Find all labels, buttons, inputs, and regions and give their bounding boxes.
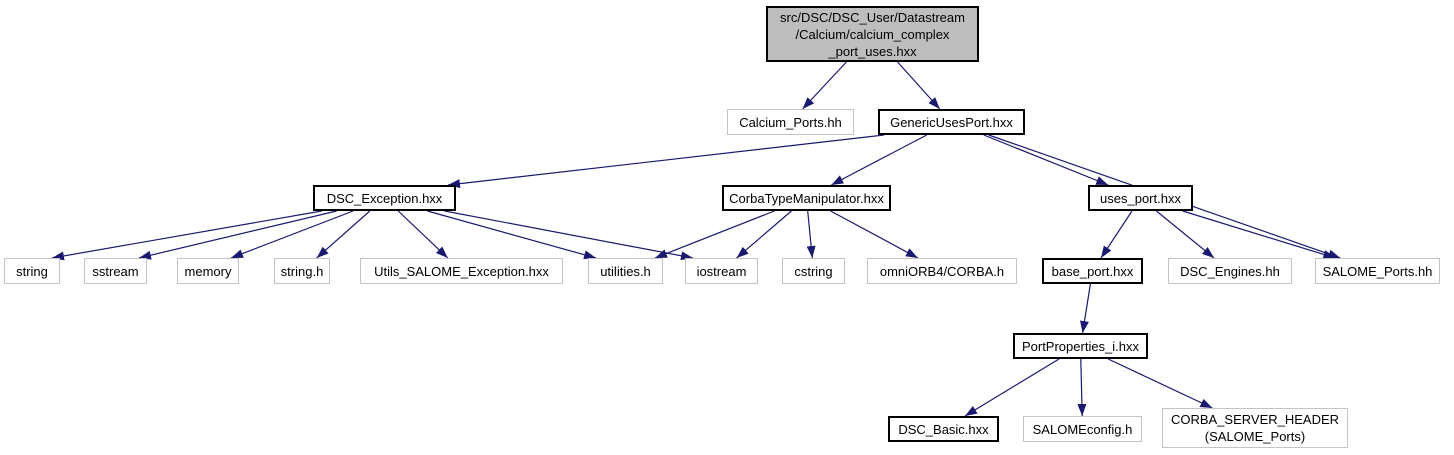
graph-node-utilities-h: utilities.h	[588, 258, 663, 284]
graph-node-omniorb4-corba-h: omniORB4/CORBA.h	[867, 258, 1017, 284]
graph-edge-generic-uses-port--uses-port	[983, 134, 1109, 186]
graph-node-corba-server-header: CORBA_SERVER_HEADER (SALOME_Ports)	[1162, 408, 1348, 448]
graph-node-salome-ports-hh: SALOME_Ports.hh	[1315, 258, 1440, 284]
graph-node-dsc-engines-hh: DSC_Engines.hh	[1168, 258, 1292, 284]
graph-node-uses-port[interactable]: uses_port.hxx	[1088, 185, 1193, 211]
graph-edge-uses-port--base-port	[1100, 210, 1133, 259]
graph-edge-dsc-exception--utilities-h	[427, 210, 597, 260]
graph-edge-generic-uses-port--corba-type-manipulator	[831, 134, 927, 186]
graph-node-dsc-basic[interactable]: DSC_Basic.hxx	[888, 416, 999, 442]
graph-node-corba-type-manipulator[interactable]: CorbaTypeManipulator.hxx	[722, 185, 891, 211]
graph-edge-uses-port--salome-ports-hh	[1182, 210, 1336, 259]
graph-node-dsc-exception[interactable]: DSC_Exception.hxx	[313, 185, 456, 211]
graph-node-generic-uses-port[interactable]: GenericUsesPort.hxx	[878, 109, 1025, 135]
graph-edge-dsc-exception--memory	[230, 210, 354, 259]
graph-edge-corba-type-manipulator--utilities-h	[654, 210, 775, 259]
graph-edge-base-port--port-properties-i	[1080, 283, 1091, 334]
graph-edge-dsc-exception--sstream	[138, 210, 337, 260]
graph-edge-dsc-exception--utils-salome-exception	[397, 210, 449, 259]
graph-edge-dsc-exception--string	[51, 210, 322, 261]
graph-node-memory: memory	[177, 258, 239, 284]
graph-edge-dsc-exception--string-h	[316, 210, 371, 259]
graph-edge-corba-type-manipulator--cstring	[806, 210, 816, 259]
graph-edge-port-properties-i--corba-server-header	[1107, 358, 1213, 409]
graph-node-cstring: cstring	[782, 258, 845, 284]
graph-node-string-h: string.h	[274, 258, 330, 284]
graph-edge-generic-uses-port--dsc-exception	[447, 134, 885, 189]
graph-node-root: src/DSC/DSC_User/Datastream /Calcium/cal…	[766, 6, 979, 62]
graph-edge-corba-type-manipulator--iostream	[736, 210, 792, 259]
graph-node-calcium-ports-hh: Calcium_Ports.hh	[727, 109, 854, 135]
graph-edge-root--generic-uses-port	[897, 61, 941, 110]
graph-edge-port-properties-i--dsc-basic	[964, 358, 1060, 417]
graph-edge-uses-port--dsc-engines-hh	[1156, 210, 1215, 259]
graph-edge-port-properties-i--salomeconfig-h	[1077, 358, 1087, 417]
graph-node-utils-salome-exception: Utils_SALOME_Exception.hxx	[360, 258, 563, 284]
graph-node-salomeconfig-h: SALOMEconfig.h	[1023, 416, 1142, 442]
graph-node-base-port[interactable]: base_port.hxx	[1042, 258, 1143, 284]
graph-edge-root--calcium-ports-hh	[802, 61, 847, 110]
graph-node-sstream: sstream	[84, 258, 147, 284]
graph-edge-corba-type-manipulator--omniorb4-corba-h	[830, 210, 919, 259]
graph-node-string: string	[4, 258, 60, 284]
graph-edge-dsc-exception--iostream	[444, 210, 694, 261]
graph-node-iostream: iostream	[685, 258, 758, 284]
graph-node-port-properties-i[interactable]: PortProperties_i.hxx	[1013, 333, 1148, 359]
